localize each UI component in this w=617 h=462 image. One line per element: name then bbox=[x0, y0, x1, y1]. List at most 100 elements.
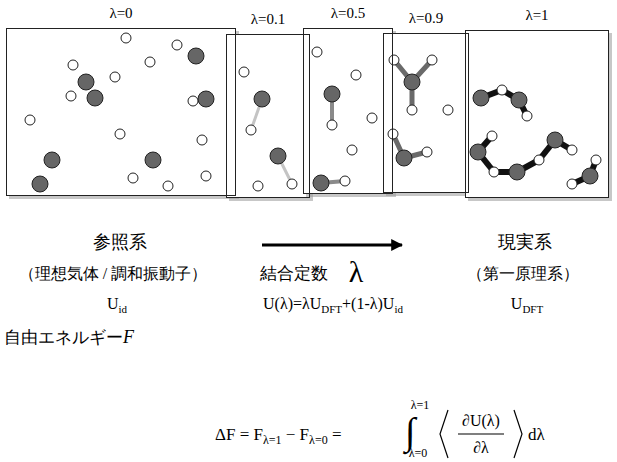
heavy-atom bbox=[470, 144, 486, 160]
light-atom bbox=[347, 145, 357, 155]
light-atom bbox=[25, 115, 35, 125]
light-atom bbox=[567, 179, 577, 189]
label-text: 自由エネルギー bbox=[4, 328, 123, 347]
subscript: λ=0 bbox=[309, 433, 328, 447]
light-atom bbox=[388, 129, 398, 139]
heavy-atom bbox=[87, 90, 103, 106]
label-text: ΔF = F bbox=[215, 425, 263, 444]
panel-fill bbox=[6, 28, 236, 196]
heavy-atom bbox=[511, 92, 527, 108]
label-text: dλ bbox=[528, 425, 545, 444]
heavy-atom bbox=[254, 91, 270, 107]
lambda-heading: λ=1 bbox=[525, 6, 548, 24]
label-text: = bbox=[328, 425, 342, 444]
light-atom bbox=[110, 72, 120, 82]
subscript: DFT bbox=[321, 303, 342, 315]
heavy-atom bbox=[270, 148, 286, 164]
light-atom bbox=[443, 105, 453, 115]
lambda-panel: λ=0.9 bbox=[383, 33, 469, 193]
label-text: ∂λ bbox=[473, 439, 489, 456]
light-atom bbox=[163, 181, 173, 191]
label-group: U(λ)=λUDFT+(1-λ)Uid bbox=[263, 295, 403, 315]
light-atom bbox=[367, 113, 377, 123]
light-atom bbox=[66, 91, 76, 101]
subscript: λ=1 bbox=[263, 433, 282, 447]
light-atom bbox=[389, 55, 399, 65]
label-text: U bbox=[511, 295, 523, 312]
label-group: λ=1 bbox=[411, 395, 430, 413]
panel-fill bbox=[303, 28, 393, 194]
label-text: U bbox=[107, 295, 119, 312]
label-text: λ=0 bbox=[409, 446, 428, 460]
label-group: λ=0 bbox=[409, 443, 428, 461]
label-group: （第一原理系） bbox=[467, 265, 579, 283]
heavy-atom bbox=[198, 91, 214, 107]
light-atom bbox=[497, 85, 507, 95]
light-atom bbox=[197, 135, 207, 145]
label-text: F bbox=[123, 327, 134, 347]
lambda-panel: λ=0 bbox=[6, 28, 236, 196]
light-atom bbox=[327, 120, 337, 130]
label-group: ΔF = Fλ=1 − Fλ=0 = bbox=[215, 425, 342, 448]
panel-fill bbox=[226, 34, 310, 198]
light-atom bbox=[534, 155, 544, 165]
light-atom bbox=[489, 167, 499, 177]
light-atom bbox=[287, 179, 297, 189]
label-text: λ bbox=[349, 255, 364, 288]
heavy-atom bbox=[44, 152, 60, 168]
subscript: id bbox=[119, 303, 128, 315]
label-group: ∂U(λ) bbox=[462, 412, 500, 430]
label-text: +(1-λ)U bbox=[342, 295, 394, 312]
label-text: − F bbox=[282, 425, 310, 444]
light-atom bbox=[487, 131, 497, 141]
light-atom bbox=[145, 57, 155, 67]
lambda-panel: λ=1 bbox=[465, 30, 609, 198]
heavy-atom bbox=[404, 74, 420, 90]
heavy-atom bbox=[32, 176, 48, 192]
light-atom bbox=[340, 176, 350, 186]
panel-fill bbox=[383, 33, 469, 193]
heavy-atom bbox=[582, 168, 598, 184]
heavy-atom bbox=[509, 164, 525, 180]
label-group: 参照系 bbox=[93, 232, 147, 253]
label-text: λ=1 bbox=[411, 398, 430, 412]
label-group: λ bbox=[349, 255, 364, 290]
light-atom bbox=[567, 145, 577, 155]
lambda-panel: λ=0.5 bbox=[303, 28, 393, 194]
label-text: ∂U(λ) bbox=[462, 412, 500, 429]
light-atom bbox=[422, 147, 432, 157]
angle-bracket bbox=[514, 410, 522, 458]
panel-fill bbox=[465, 30, 609, 198]
angle-bracket bbox=[440, 410, 448, 458]
light-atom bbox=[246, 125, 256, 135]
label-text: 結合定数 bbox=[260, 264, 328, 283]
light-atom bbox=[312, 47, 322, 57]
heavy-atom bbox=[78, 74, 94, 90]
label-group: Uid bbox=[107, 295, 127, 315]
heavy-atom bbox=[473, 90, 489, 106]
lambda-heading: λ=0.5 bbox=[331, 4, 365, 22]
heavy-atom bbox=[396, 150, 412, 166]
label-group: UDFT bbox=[511, 295, 543, 315]
heavy-atom bbox=[324, 86, 340, 102]
label-group: 結合定数 bbox=[260, 264, 328, 284]
label-group: （理想気体 / 調和振動子） bbox=[19, 265, 207, 283]
light-atom bbox=[121, 33, 131, 43]
label-group: 自由エネルギーF bbox=[4, 327, 134, 348]
heavy-atom bbox=[547, 132, 563, 148]
label-text: U(λ)=λU bbox=[263, 295, 321, 312]
label-group: dλ bbox=[528, 425, 545, 445]
lambda-heading: λ=0.9 bbox=[409, 9, 443, 27]
light-atom bbox=[591, 155, 601, 165]
light-atom bbox=[253, 181, 263, 191]
lambda-heading: λ=0 bbox=[109, 4, 132, 22]
label-group: 現実系 bbox=[498, 232, 552, 253]
light-atom bbox=[115, 129, 125, 139]
light-atom bbox=[172, 40, 182, 50]
coupling-arrow bbox=[262, 244, 402, 247]
heavy-atom bbox=[313, 175, 329, 191]
label-text: （理想気体 / 調和振動子） bbox=[19, 265, 207, 282]
light-atom bbox=[128, 173, 138, 183]
light-atom bbox=[68, 60, 78, 70]
